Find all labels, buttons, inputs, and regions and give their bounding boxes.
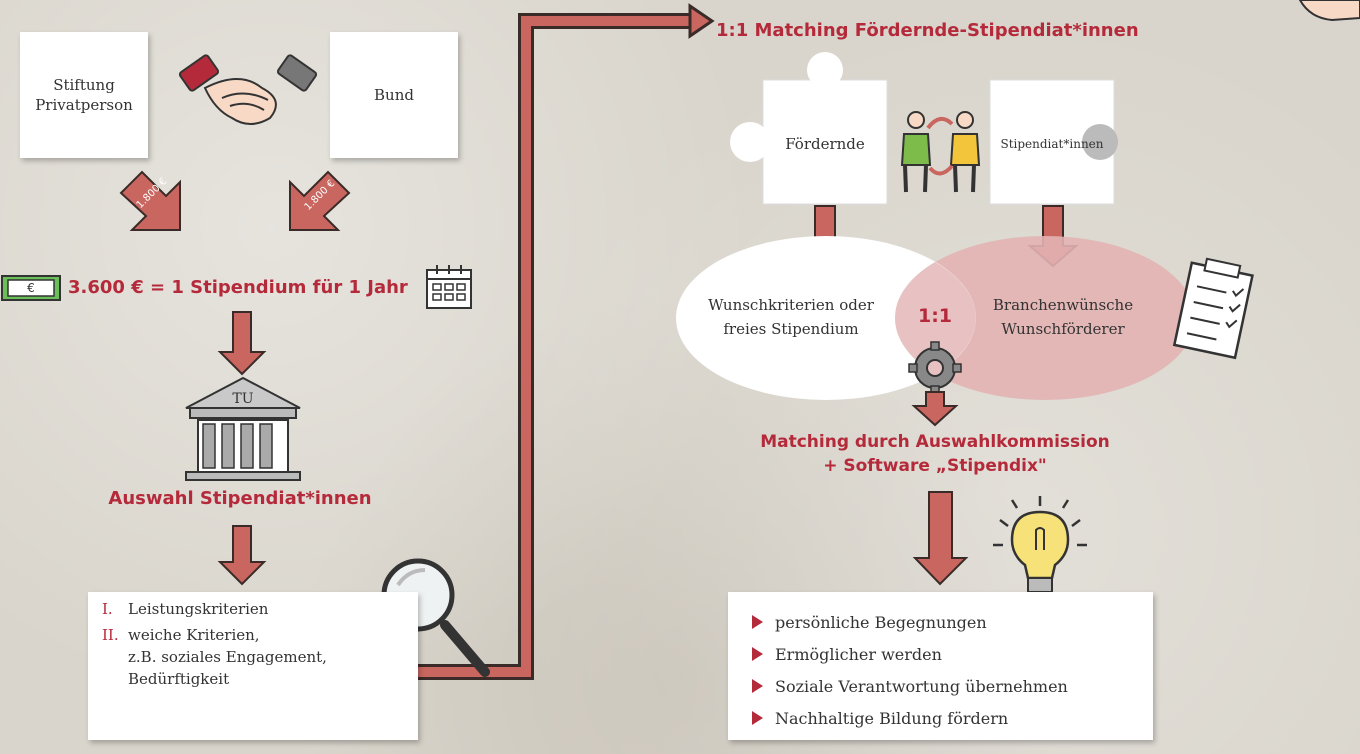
- benefit-text: persönliche Begegnungen: [775, 612, 987, 632]
- people-exchange-icon: [900, 111, 981, 193]
- bullet-triangle-icon: [752, 711, 763, 725]
- matching-line-1: Matching durch Auswahlkommission: [760, 432, 1110, 452]
- box-bund: Bund: [330, 32, 458, 158]
- stipend-line: 3.600 € = 1 Stipendium für 1 Jahr: [68, 277, 408, 298]
- gear-icon: [908, 341, 962, 395]
- ellipse-left: [676, 236, 976, 400]
- ellipse-left-label: Wunschkriterien oder freies Stipendium: [708, 296, 874, 338]
- down-arrow-6: [912, 491, 969, 586]
- connector-line: [416, 16, 700, 677]
- lightbulb-icon: [993, 496, 1087, 593]
- criteria-num: I.: [102, 600, 113, 618]
- handshake-icon: [178, 54, 318, 125]
- selection-title: Auswahl Stipendiat*innen: [108, 488, 372, 509]
- criteria-num: II.: [102, 626, 119, 644]
- bullet-triangle-icon: [752, 679, 763, 693]
- bullet-triangle-icon: [752, 647, 763, 661]
- ellipse-right-label: Branchenwünsche Wunschförderer: [992, 296, 1134, 338]
- down-arrow-2: [217, 525, 267, 586]
- money-symbol: €: [27, 281, 35, 295]
- box-stiftung-privatperson: Stiftung Privatperson: [20, 32, 148, 158]
- ellipse-overlap: [894, 262, 976, 374]
- puzzle-piece-left: [730, 52, 888, 205]
- list-item: Ermöglicher werden: [752, 638, 1129, 670]
- benefit-text: Ermöglicher werden: [775, 644, 942, 664]
- ellipse-center-label: 1:1: [917, 305, 953, 327]
- arrow-right-diagonal: [289, 170, 351, 231]
- connector-arrowhead: [688, 3, 715, 39]
- list-item: persönliche Begegnungen: [752, 606, 1129, 638]
- bullet-triangle-icon: [752, 615, 763, 629]
- list-item: Soziale Verantwortung übernehmen: [752, 670, 1129, 702]
- benefits-box: persönliche Begegnungen Ermöglicher werd…: [728, 592, 1153, 740]
- arrow-left-diagonal: [119, 170, 181, 231]
- list-item: Nachhaltige Bildung fördern: [752, 702, 1129, 734]
- criteria-item: I. Leistungskriterien: [102, 598, 404, 620]
- matching-title: 1:1 Matching Fördernde-Stipendiat*innen: [716, 20, 1139, 41]
- clipboard-icon: [1172, 257, 1254, 360]
- benefit-text: Soziale Verantwortung übernehmen: [775, 676, 1068, 696]
- down-arrow-5: [911, 391, 959, 427]
- benefit-text: Nachhaltige Bildung fördern: [775, 708, 1009, 728]
- benefits-list: persönliche Begegnungen Ermöglicher werd…: [752, 606, 1129, 734]
- criteria-text: weiche Kriterien, z.B. soziales Engageme…: [128, 626, 327, 688]
- puzzle-left-label: Fördernde: [785, 135, 865, 153]
- university-building-icon: [185, 376, 301, 481]
- matching-line-2: + Software „Stipendix": [823, 456, 1047, 476]
- criteria-text: Leistungskriterien: [128, 600, 269, 618]
- calendar-icon: [426, 265, 472, 309]
- down-arrow-1: [217, 311, 267, 376]
- puzzle-piece-right: [989, 79, 1118, 205]
- building-label: TU: [232, 391, 254, 407]
- ellipse-right: [895, 236, 1195, 400]
- connector-outline: [416, 13, 702, 680]
- money-icon: [1, 275, 61, 301]
- criteria-box: I. Leistungskriterien II. weiche Kriteri…: [88, 592, 418, 740]
- corner-hand-fragment: [1298, 0, 1360, 22]
- criteria-item: II. weiche Kriterien, z.B. soziales Enga…: [102, 624, 404, 690]
- puzzle-right-label: Stipendiat*innen: [1000, 137, 1104, 151]
